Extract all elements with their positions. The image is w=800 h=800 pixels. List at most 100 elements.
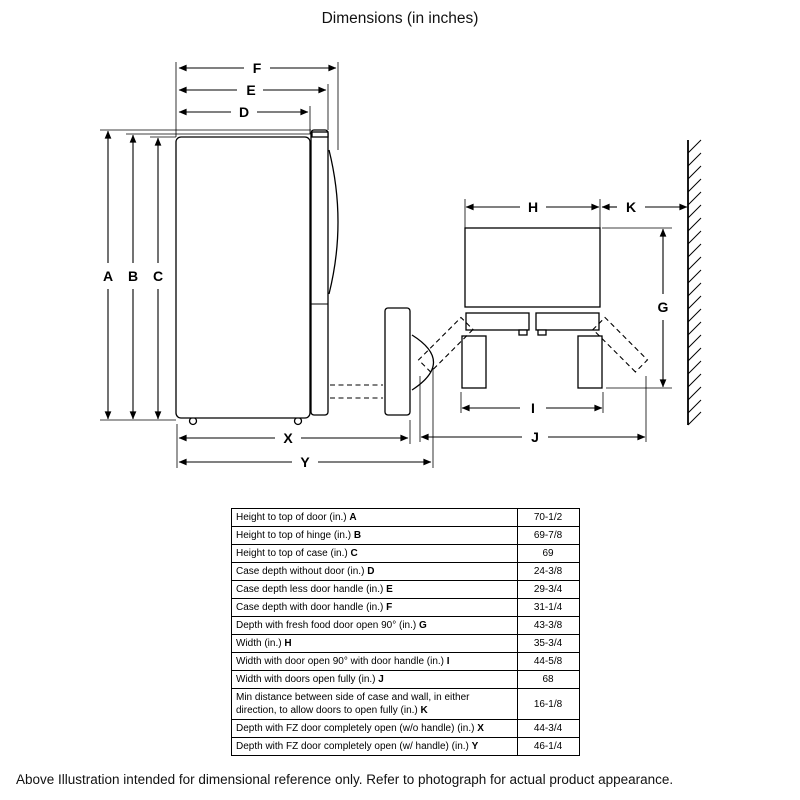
top-view-refrigerator (417, 227, 649, 389)
dimension-letter: F (386, 602, 393, 613)
drawer-handle (411, 334, 435, 391)
dimension-label: Height to top of door (in.) (236, 512, 347, 523)
side-view-refrigerator (175, 129, 435, 426)
dimension-label-cell: Case depth without door (in.) D (231, 562, 518, 581)
dimension-letter-k: K (626, 199, 636, 215)
right-door-handle (537, 329, 547, 336)
dimension-H: H (465, 199, 600, 215)
dimension-value-cell: 24-3/8 (517, 562, 580, 581)
table-row: Height to top of case (in.) C 69 (231, 544, 580, 563)
dimension-label-cell: Width with door open 90° with door handl… (231, 652, 518, 671)
dimension-letter: I (446, 656, 450, 667)
table-row: Case depth with door handle (in.) F 31-1… (231, 598, 580, 617)
dimension-letter-x: X (283, 430, 293, 446)
dimension-letter-d: D (239, 104, 249, 120)
dimension-I: I (461, 400, 603, 416)
dimension-value-cell: 31-1/4 (517, 598, 580, 617)
freezer-drawer-open (384, 307, 411, 416)
table-row: Width with doors open fully (in.) J 68 (231, 670, 580, 689)
dimension-value-cell: 44-5/8 (517, 652, 580, 671)
dimension-letter-j: J (531, 429, 539, 445)
dimension-value-cell: 46-1/4 (517, 737, 580, 756)
page-title: Dimensions (in inches) (321, 10, 479, 27)
dimension-value-cell: 69-7/8 (517, 526, 580, 545)
dimension-letter-e: E (246, 82, 255, 98)
dimension-value-cell: 16-1/8 (517, 688, 580, 720)
dimension-label-cell: Case depth with door handle (in.) F (231, 598, 518, 617)
table-row: Height to top of door (in.) A 70-1/2 (231, 508, 580, 527)
dimension-letter-a: A (103, 268, 113, 284)
dimension-letter: E (386, 584, 393, 595)
dimension-value-cell: 29-3/4 (517, 580, 580, 599)
dimension-letter-b: B (128, 268, 138, 284)
dimension-label-cell: Height to top of hinge (in.) B (231, 526, 518, 545)
dimension-label: Width (in.) (236, 638, 282, 649)
dimension-label: Width with door open 90° with door handl… (236, 656, 445, 667)
dimension-letter-g: G (658, 299, 669, 315)
table-row: Case depth without door (in.) D 24-3/8 (231, 562, 580, 581)
dimension-letter: H (284, 638, 292, 649)
table-row: Width with door open 90° with door handl… (231, 652, 580, 671)
dimension-D: D (178, 104, 309, 120)
right-door-open-full (592, 316, 649, 373)
dimension-label-cell: Depth with FZ door completely open (w/o … (231, 719, 518, 738)
dimension-letter-i: I (531, 400, 535, 416)
dimension-label: Case depth less door handle (in.) (236, 584, 384, 595)
table-row: Height to top of hinge (in.) B 69-7/8 (231, 526, 580, 545)
door-handle (328, 149, 339, 295)
dimension-value-cell: 70-1/2 (517, 508, 580, 527)
footer-note: Above Illustration intended for dimensio… (16, 772, 674, 787)
dimension-value-cell: 68 (517, 670, 580, 689)
dimension-letter: B (353, 530, 362, 541)
left-door-handle (518, 329, 528, 336)
dimension-letter: K (420, 705, 428, 716)
dimension-letter-y: Y (300, 454, 310, 470)
table-row: Depth with FZ door completely open (w/o … (231, 719, 580, 738)
dimension-K: K (601, 199, 688, 215)
dimension-letter-f: F (253, 60, 262, 76)
dimension-label-cell: Min distance between side of case and wa… (231, 688, 518, 720)
dimension-C: C (153, 137, 163, 420)
dimension-F: F (178, 60, 337, 76)
dimension-label: Height to top of case (in.) (236, 548, 348, 559)
fridge-door (310, 129, 329, 416)
dimension-letter: D (367, 566, 375, 577)
dimension-label: Depth with FZ door completely open (w/ h… (236, 741, 469, 752)
door-hinge (311, 131, 329, 138)
dimension-label-cell: Height to top of case (in.) C (231, 544, 518, 563)
dimension-B: B (128, 134, 138, 420)
dimension-label: Case depth without door (in.) (236, 566, 365, 577)
dimension-label-cell: Width with doors open fully (in.) J (231, 670, 518, 689)
dimension-label-cell: Width (in.) H (231, 634, 518, 653)
extension-lines (100, 62, 672, 468)
table-row: Case depth less door handle (in.) E 29-3… (231, 580, 580, 599)
table-row: Min distance between side of case and wa… (231, 688, 580, 720)
dimension-label: Width with doors open fully (in.) (236, 674, 376, 685)
dimension-value-cell: 69 (517, 544, 580, 563)
dimensions-table: Height to top of door (in.) A 70-1/2 Hei… (231, 508, 580, 756)
dimension-value-cell: 44-3/4 (517, 719, 580, 738)
dimension-X: X (178, 430, 409, 446)
dimension-label-cell: Depth with fresh food door open 90° (in.… (231, 616, 518, 635)
dimension-letter: G (419, 620, 427, 631)
table-row: Width (in.) H 35-3/4 (231, 634, 580, 653)
wall-hatch (687, 139, 702, 426)
dimension-value-cell: 43-3/8 (517, 616, 580, 635)
table-row: Depth with fresh food door open 90° (in.… (231, 616, 580, 635)
right-door-open-90 (577, 335, 603, 389)
dimension-label: Height to top of hinge (in.) (236, 530, 352, 541)
case-top (464, 227, 601, 308)
dimension-Y: Y (178, 454, 432, 470)
dimension-letter: A (349, 512, 357, 523)
dimension-G: G (658, 228, 669, 388)
dimension-label-cell: Height to top of door (in.) A (231, 508, 518, 527)
dimension-label-cell: Case depth less door handle (in.) E (231, 580, 518, 599)
right-door-closed (535, 312, 600, 331)
dimension-diagram: A B C D E F (100, 60, 702, 470)
dimension-A: A (103, 130, 113, 420)
dimension-letter: J (378, 674, 384, 685)
dimension-label-cell: Depth with FZ door completely open (w/ h… (231, 737, 518, 756)
dimension-letter-c: C (153, 268, 163, 284)
dimension-letter: X (477, 723, 484, 734)
